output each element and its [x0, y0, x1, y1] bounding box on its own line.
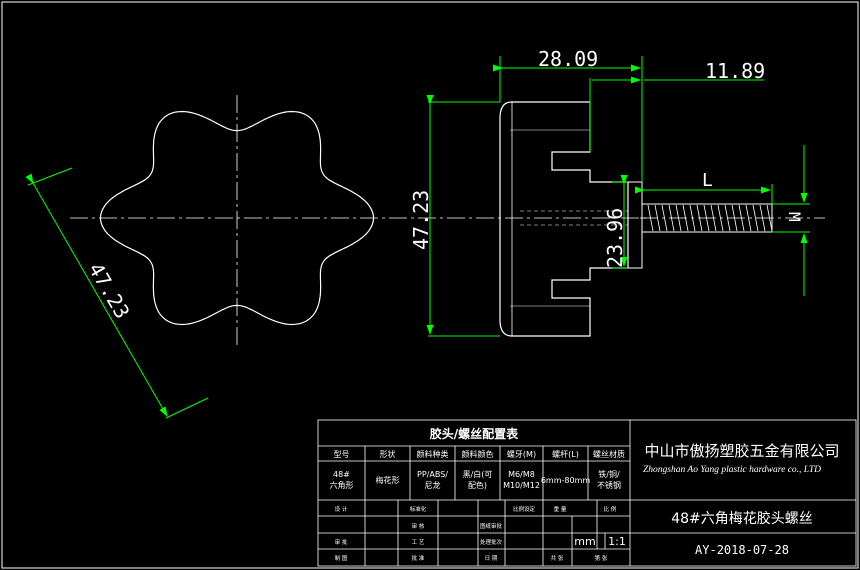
- signature-label: 处理批次: [480, 538, 503, 546]
- title-block-text: 胶头/螺丝配置表 型号 形状 颜料种类 颜料颜色 螺牙(M) 螺杆(L) 螺丝材质 48#六…: [330, 426, 840, 562]
- config-table-header-cell: 形状: [380, 449, 396, 459]
- title-block-frame: [317, 419, 857, 567]
- ext-line-star-a: [27, 167, 73, 186]
- config-table-header-cell: 螺丝材质: [593, 449, 625, 459]
- dim-text-star-span: 47.23: [84, 259, 135, 323]
- company-name-en: Zhongshan Ao Yang plastic hardware co., …: [643, 465, 821, 475]
- config-table-header-cell: 颜料种类: [417, 449, 449, 459]
- company-name-cn: 中山市傲扬塑胶五金有限公司: [644, 442, 839, 460]
- dim-text-thread: M: [785, 212, 804, 222]
- knob-side-view: [499, 101, 825, 337]
- dim-text-head-length: 28.09: [538, 47, 598, 71]
- signature-label: 共 张: [551, 554, 564, 562]
- signature-label: 图纸审批: [480, 522, 503, 530]
- dim-text-hub-diameter: 23.96: [603, 208, 627, 268]
- drawing-title: 48#六角梅花胶头螺丝: [671, 510, 813, 527]
- dim-text-screw-length: L: [702, 170, 713, 191]
- signature-label: 设 计: [335, 505, 348, 513]
- config-table-header-cell: 型号: [334, 450, 350, 459]
- ext-line-star-b: [165, 397, 209, 419]
- drawing-number: AY-2018-07-28: [695, 543, 789, 557]
- signature-label: 比 例: [604, 505, 617, 513]
- config-table-title: 胶头/螺丝配置表: [430, 426, 519, 441]
- signature-label: 制 图: [335, 554, 348, 562]
- config-table-cell: 48#六角形: [330, 470, 354, 490]
- thread-line: [752, 204, 759, 232]
- config-table-header-cell: 颜料颜色: [462, 449, 494, 459]
- signature-label: 比例设定: [513, 505, 536, 513]
- signature-label: 重 量: [554, 505, 567, 513]
- dimension-texts: 47.23 47.23 28.09 11.89 23.96 L M: [84, 47, 804, 323]
- signature-label: 第 张: [595, 554, 608, 562]
- dim-text-thread-offset: 11.89: [705, 59, 765, 83]
- config-table-header-cell: 螺杆(L): [552, 449, 579, 459]
- star-knob-front-view: [70, 95, 650, 345]
- title-block: [317, 419, 857, 567]
- signature-label: 工 艺: [412, 539, 425, 546]
- signature-label: 审 核: [412, 522, 425, 530]
- thread-line: [745, 204, 752, 232]
- signature-label: 审 批: [335, 538, 348, 546]
- dimensions: [25, 56, 810, 419]
- config-table-headers: 型号 形状 颜料种类 颜料颜色 螺牙(M) 螺杆(L) 螺丝材质: [334, 449, 626, 459]
- signature-label: 日 期: [485, 555, 498, 562]
- config-table-cell: 6mm-80mm: [541, 476, 591, 485]
- scale-label: 1:1: [608, 535, 626, 548]
- signature-label: 批 准: [412, 554, 425, 562]
- signature-label: 标准化: [410, 505, 427, 513]
- config-table-cell: PP/ABS/尼龙: [417, 470, 448, 490]
- unit-label: mm: [574, 535, 595, 548]
- dim-text-head-height: 47.23: [409, 190, 433, 250]
- config-table-header-cell: 螺牙(M): [507, 449, 536, 459]
- config-table-cell: 梅花形: [376, 475, 400, 485]
- knob-head-outline: [499, 101, 629, 337]
- dim-line-star-span: [25, 173, 168, 417]
- hub-outline: [627, 181, 643, 269]
- config-table-cell: 铁/铜/不锈钢: [597, 469, 621, 490]
- config-table-cell: 黑/白(可配色): [463, 469, 493, 490]
